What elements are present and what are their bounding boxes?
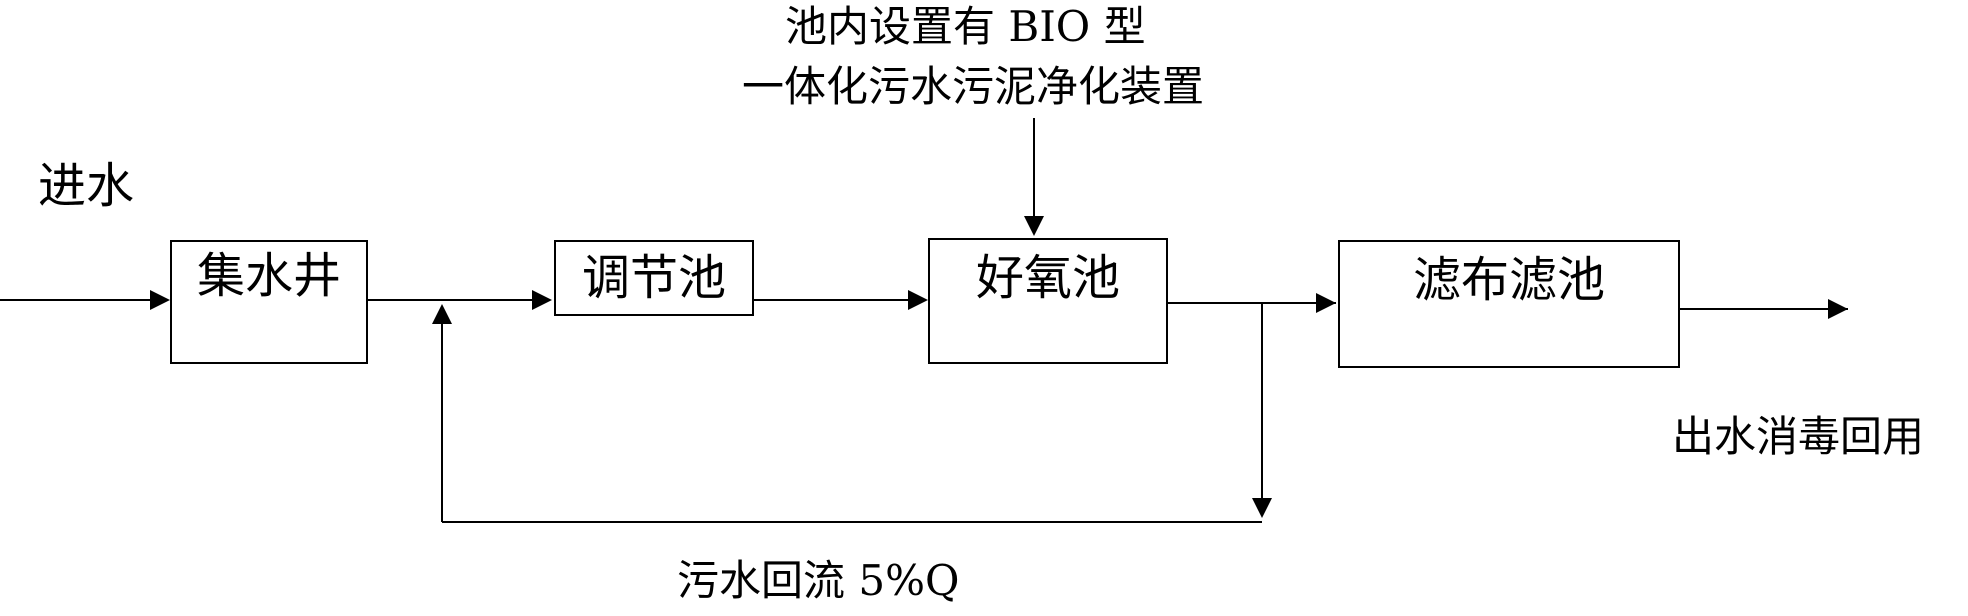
well-to-regulating-arrowhead <box>532 290 552 310</box>
recycle-label: 污水回流 5%Q <box>677 556 960 605</box>
inlet-label: 进水 <box>38 158 135 214</box>
regulating-to-aerobic-arrowhead <box>908 290 928 310</box>
inlet-arrowhead <box>150 290 170 310</box>
collection-well-label: 集水井 <box>196 248 341 304</box>
recycle-down-arrowhead <box>1252 498 1272 518</box>
cloth-filter-box: 滤布滤池 <box>1338 240 1680 368</box>
aerobic-tank-box: 好氧池 <box>928 238 1168 364</box>
device-arrowhead <box>1024 216 1044 236</box>
outlet-arrowhead <box>1828 299 1848 319</box>
regulating-tank-label: 调节池 <box>581 250 726 306</box>
device-annotation-line1: 池内设置有 BIO 型 <box>785 2 1146 51</box>
aerobic-tank-label: 好氧池 <box>975 250 1120 306</box>
aerobic-to-filter-arrowhead <box>1316 293 1336 313</box>
cloth-filter-label: 滤布滤池 <box>1412 252 1605 308</box>
device-annotation-line2: 一体化污水污泥净化装置 <box>742 62 1205 111</box>
outlet-label: 出水消毒回用 <box>1672 412 1925 461</box>
regulating-tank-box: 调节池 <box>554 240 754 316</box>
collection-well-box: 集水井 <box>170 240 368 364</box>
recycle-up-arrowhead <box>432 304 452 324</box>
